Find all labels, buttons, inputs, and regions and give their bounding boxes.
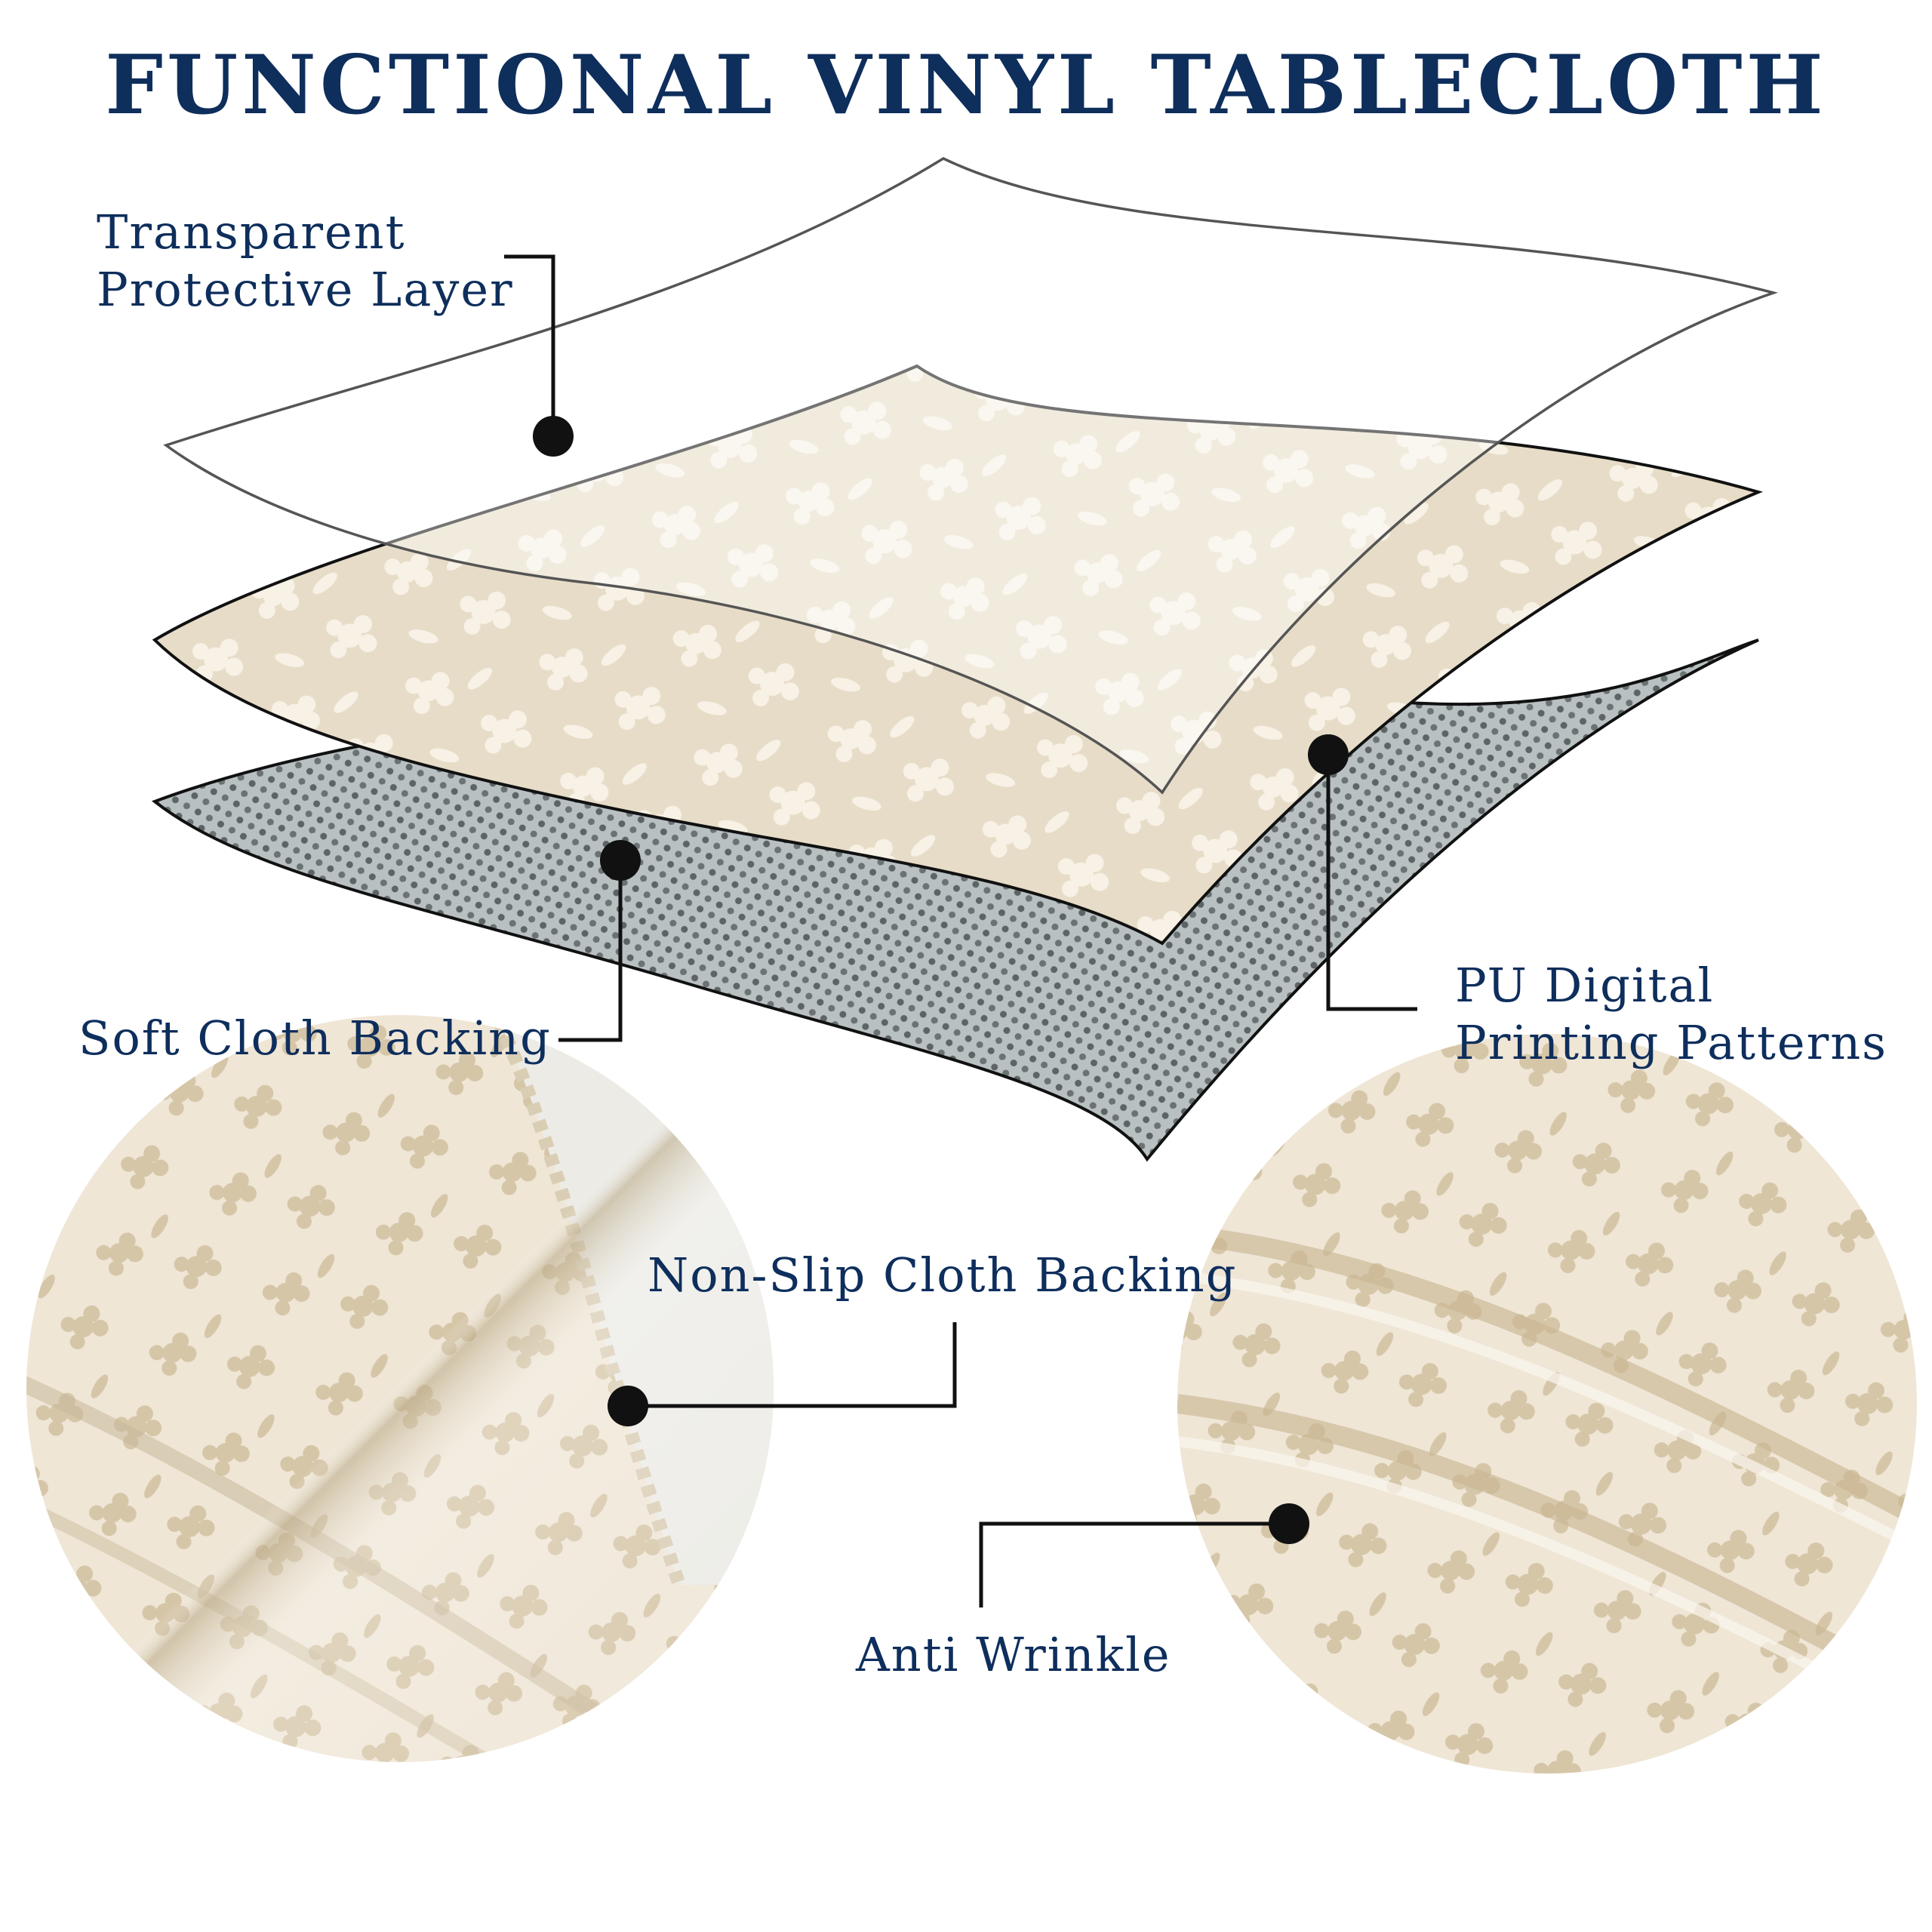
label-anti-wrinkle: Anti Wrinkle [856, 1626, 1171, 1684]
leader-dots [533, 416, 1349, 1544]
leader-lines [504, 254, 1417, 1607]
transparent-layer [163, 157, 1779, 795]
label-line: Soft Cloth Backing [78, 1011, 552, 1066]
label-transparent-protective-layer: Transparent Protective Layer [97, 204, 514, 318]
label-line: Transparent [97, 205, 406, 260]
page-title: FUNCTIONAL VINYL TABLECLOTH [105, 38, 1827, 133]
label-line: Printing Patterns [1455, 1015, 1887, 1070]
label-soft-cloth-backing: Soft Cloth Backing [78, 1010, 552, 1067]
label-non-slip-cloth-backing: Non-Slip Cloth Backing [648, 1247, 1237, 1304]
label-line: Anti Wrinkle [856, 1627, 1171, 1682]
label-line: Non-Slip Cloth Backing [648, 1247, 1238, 1303]
label-line: Protective Layer [97, 262, 514, 317]
label-line: PU Digital [1455, 958, 1715, 1013]
label-pu-digital-printing: PU Digital Printing Patterns [1455, 957, 1887, 1072]
printed-layer [152, 364, 1764, 946]
right-fabric-closeup [1177, 1034, 1917, 1774]
left-fabric-closeup [26, 1015, 774, 1762]
